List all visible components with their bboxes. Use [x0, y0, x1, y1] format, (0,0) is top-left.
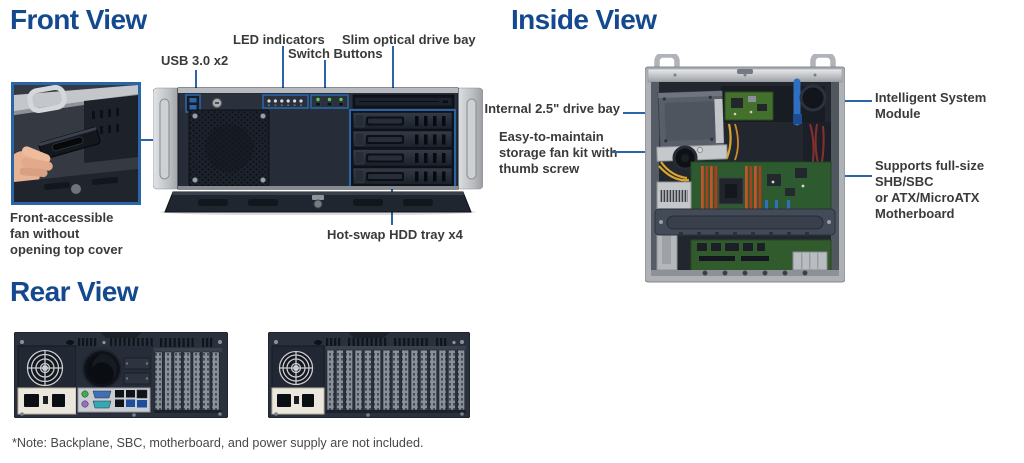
- led-indicators-strip: [262, 94, 309, 109]
- psu: [271, 345, 325, 415]
- fan-access-label: Front-accessible fan without opening top…: [10, 210, 123, 257]
- hdd-tray: [352, 167, 453, 185]
- rack-ear-right: [455, 87, 483, 190]
- rear-panel-15slot: [268, 332, 470, 418]
- yellow-wires: [658, 123, 732, 182]
- power-inlet: [277, 394, 291, 407]
- front-chassis: [153, 87, 483, 215]
- ps2-port: [81, 390, 89, 398]
- hdd-tray: [352, 112, 453, 130]
- rear-panel-7slot: [14, 332, 228, 418]
- chassis-handle: [27, 85, 67, 114]
- optical-drive-bay: [352, 94, 455, 109]
- fan-access-photo: [11, 82, 141, 205]
- open-front-flap: [164, 191, 472, 213]
- power-inlet: [52, 394, 65, 407]
- rear-view-photo-2: [268, 332, 470, 418]
- inside-chassis: [645, 54, 845, 283]
- switch-callout-label: Switch Buttons: [288, 46, 383, 61]
- switch-buttons-strip: [310, 94, 349, 109]
- lan-port: [136, 389, 148, 399]
- serial-port: [92, 400, 112, 409]
- hdd-tray: [352, 130, 453, 148]
- fan-module: [38, 127, 101, 160]
- rack-ear-left: [153, 87, 181, 190]
- top-vent-slits: [78, 338, 213, 347]
- intelligent-system-module: [724, 91, 774, 121]
- front-view-photo: [153, 85, 483, 215]
- motherboard: [690, 161, 832, 217]
- rear-view-photo-1: [14, 332, 228, 418]
- expansion-slots: [154, 348, 222, 413]
- expansion-slots: [326, 346, 466, 413]
- backplane-board: [690, 239, 832, 273]
- optical-callout-label: Slim optical drive bay: [342, 32, 476, 47]
- led-callout-line: [282, 46, 284, 93]
- power-inlet: [24, 394, 39, 407]
- usb-port: [115, 399, 124, 407]
- vga-port: [92, 390, 112, 399]
- ps2-port: [81, 400, 89, 408]
- fan-grille: [188, 109, 270, 187]
- hdd-trays: [349, 109, 456, 188]
- switch-callout-line: [324, 60, 326, 93]
- fan-kit-callout-label: Easy-to-maintain storage fan kit with th…: [499, 129, 618, 176]
- drive-bay-callout-label: Internal 2.5" drive bay: [484, 101, 621, 116]
- hold-down-bar: [654, 208, 836, 236]
- io-shield: [77, 387, 151, 413]
- footnote: *Note: Backplane, SBC, motherboard, and …: [12, 435, 424, 450]
- usb3-port: [137, 400, 147, 408]
- io-area: [76, 346, 152, 414]
- usb-port: [115, 390, 124, 398]
- front-view-title: Front View: [10, 4, 147, 35]
- usb3-port: [126, 399, 135, 407]
- led-callout-label: LED indicators: [233, 32, 325, 47]
- psu: [17, 345, 77, 415]
- power-inlet: [302, 394, 314, 407]
- hdd-callout-label: Hot-swap HDD tray x4: [327, 227, 463, 242]
- hand-opening-fan-illustration: [14, 85, 138, 202]
- inside-view-photo: [645, 54, 845, 286]
- ism-callout-label: Intelligent System Module: [875, 90, 987, 121]
- usb-callout-label: USB 3.0 x2: [161, 53, 229, 68]
- rear-fan: [799, 84, 827, 112]
- usb-ports: [185, 94, 201, 113]
- motherboard-callout-label: Supports full-size SHB/SBC or ATX/MicroA…: [875, 158, 985, 221]
- optical-callout-line: [392, 46, 394, 101]
- inside-view-title: Inside View: [511, 4, 657, 35]
- usb-callout-line: [195, 70, 197, 94]
- ram-slots: [701, 166, 762, 210]
- top-vent-slits: [326, 338, 447, 347]
- internal-drive-cage: [657, 90, 725, 148]
- usb-port: [126, 390, 135, 398]
- rear-view-title: Rear View: [10, 276, 139, 307]
- hdd-tray: [352, 149, 453, 167]
